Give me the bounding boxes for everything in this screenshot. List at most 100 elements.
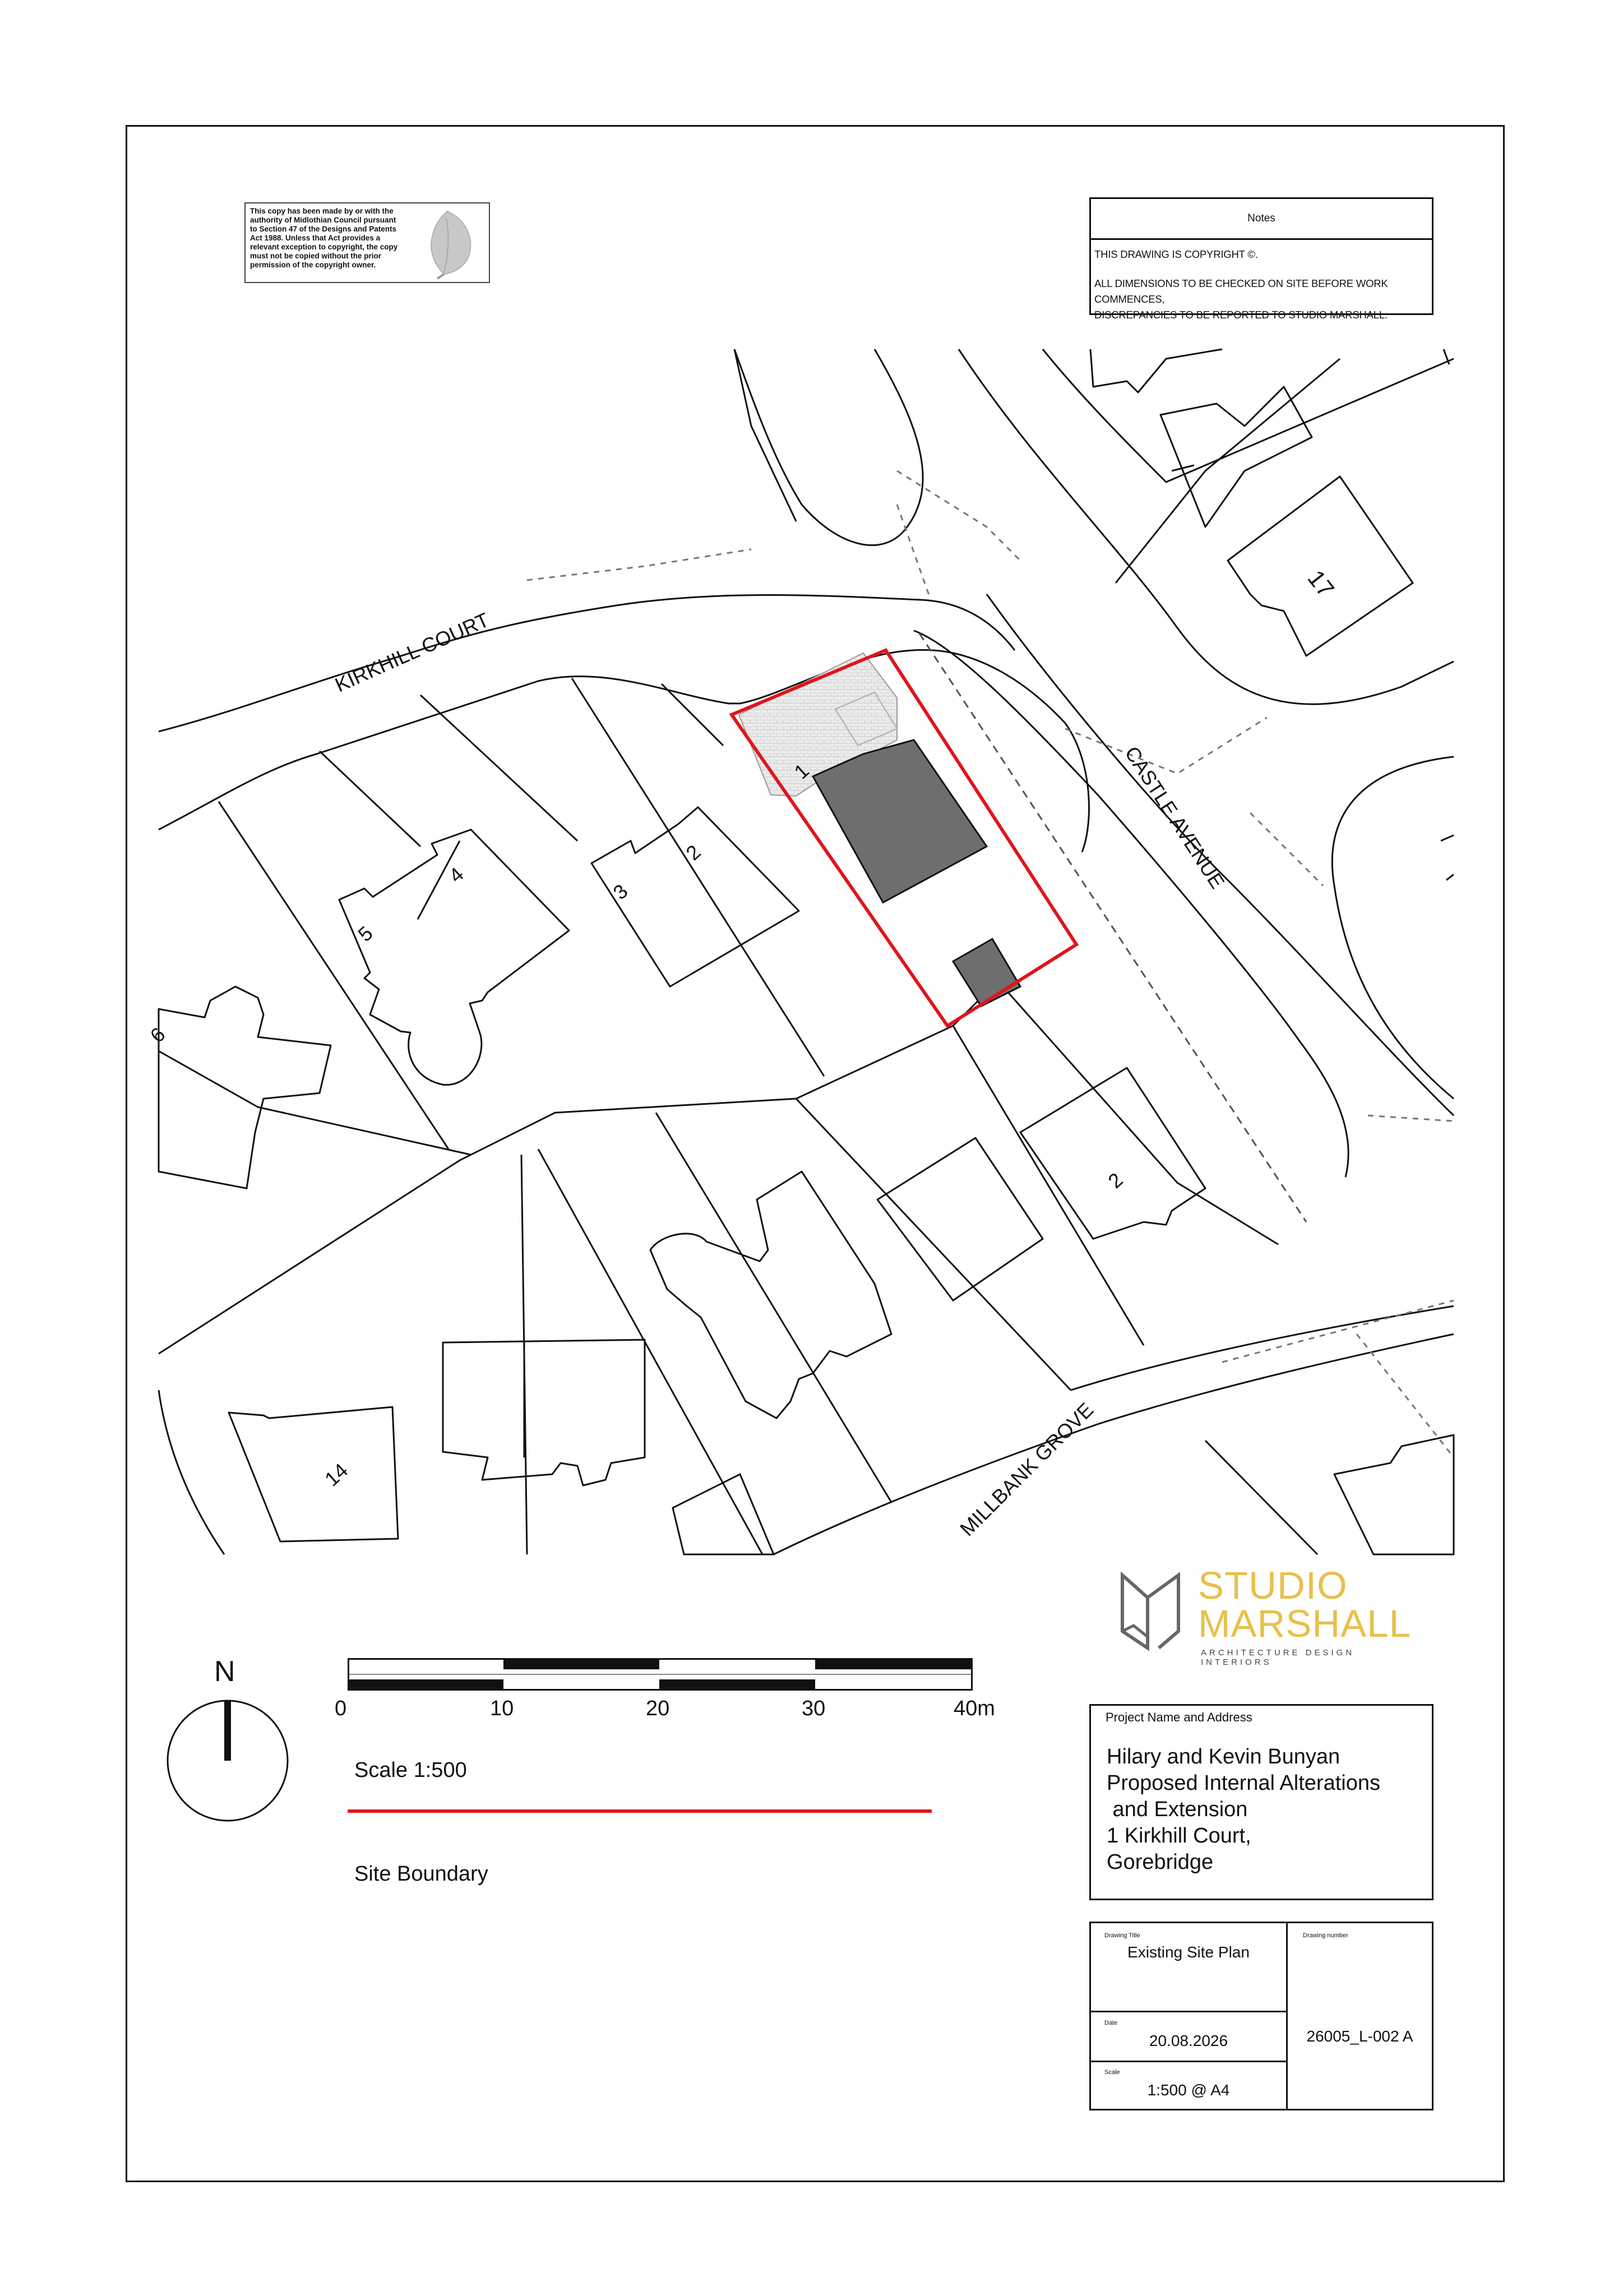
plot-line [419,694,579,842]
copyright-line: must not be copied without the prior [250,252,381,260]
copyright-line: This copy has been made by or with the [250,207,394,215]
project-line: Gorebridge [1107,1850,1214,1874]
castle-avenue-east-edge [986,594,1455,1117]
house-number-label: 14 [320,1459,352,1490]
street-label-castle-avenue: CASTLE AVENUE [1120,742,1229,892]
copyright-line: authority of Midlothian Council pursuant [250,216,396,224]
dashed-line [1367,1114,1454,1122]
north-road-inner [1042,349,1454,483]
drawing-title: Existing Site Plan [1127,1943,1250,1961]
house-footprint [338,828,570,1086]
north-road-edge [958,349,1454,705]
castle-avenue-footpath [918,633,1307,1223]
project-line: 1 Kirkhill Court, [1107,1824,1251,1848]
site-boundary [729,648,1079,1029]
scale-tick-label: 20 [646,1697,670,1720]
house-footprint [876,1137,1044,1302]
house-footprint [1442,349,1450,365]
scale-tick-label: 10 [490,1697,514,1720]
drawing-date: 20.08.2026 [1149,2032,1228,2049]
notes-copyright-line: THIS DRAWING IS COPYRIGHT ©. [1094,248,1258,260]
logo-tagline: ARCHITECTURE DESIGN INTERIORS [1201,1648,1355,1667]
house-number-label: 2 [681,840,705,865]
cul-de-sac-edge [733,349,924,547]
house-number-label: 17 [1303,565,1340,602]
title-block: Drawing Title Existing Site Plan Drawing… [1089,1922,1434,2110]
house-number-label: 2 [1103,1168,1127,1193]
copyright-text: This copy has been made by or with the a… [250,207,413,270]
plot-line [158,1390,225,1555]
drawing-title-label: Drawing Title [1104,1932,1140,1939]
scale-label: Scale [1104,2069,1120,2076]
project-info-box: Project Name and Address Hilary and Kevi… [1089,1704,1434,1900]
kirkhill-court-south-edge [158,649,1090,853]
plot-line [218,801,450,1150]
logo-word-marshall: MARSHALL [1198,1602,1411,1645]
copyright-line: to Section 47 of the Designs and Patents [250,225,397,233]
drawing-number-label: Drawing number [1303,1932,1348,1939]
plot-line [158,1050,471,1156]
site-map: KIRKHILL COURT CASTLE AVENUE MILLBANK GR… [146,348,1455,1556]
plot-line [318,750,422,848]
house-footprint [1089,348,1223,394]
millbank-grove-south-edge [773,1333,1454,1556]
house-number-label: 4 [444,863,468,887]
north-label: N [214,1655,235,1688]
drawing-sheet-border [126,125,1505,2182]
copyright-notice: This copy has been made by or with the a… [244,202,490,283]
house-footprint [1227,475,1414,657]
plot-line [952,1025,1145,1346]
plot-line [1115,358,1340,584]
notes-dimensions-line: ALL DIMENSIONS TO BE CHECKED ON SITE BEF… [1094,277,1388,305]
plot-line [1204,1439,1319,1556]
copyright-line: relevant exception to copyright, the cop… [250,243,398,251]
dashed-line [1356,1334,1455,1458]
leaf-seal-icon [431,210,471,280]
studio-marshall-logo: STUDIO MARSHALL ARCHITECTURE DESIGN INTE… [1117,1558,1414,1667]
project-line: Proposed Internal Alterations [1107,1771,1380,1795]
drawing-scale: 1:500 @ A4 [1147,2081,1230,2099]
cul-de-sac-path [733,349,797,522]
house-footprint [1019,1067,1206,1240]
scale-tick-label: 0 [335,1697,347,1720]
dashed-line [526,548,752,581]
dashed-line [1222,1299,1454,1363]
notes-box: Notes THIS DRAWING IS COPYRIGHT ©. ALL D… [1089,197,1434,321]
title-block-divider [1091,2061,1286,2062]
copyright-line: permission of the copyright owner. [250,261,376,269]
site-boundary-legend-label: Site Boundary [354,1862,488,1886]
castle-avenue-east-bend [1331,756,1454,1100]
house-footprint [649,1170,893,1419]
scale-text: Scale 1:500 [354,1758,467,1782]
map-linework [158,348,1455,1556]
scale-tick-label: 30 [802,1697,826,1720]
plot-line [997,980,1279,1246]
house-footprint [417,840,461,920]
house-number-label: 3 [608,879,632,904]
dashed-line [1065,716,1268,775]
street-label-kirkhill-court: KIRKHILL COURT [331,608,492,697]
dashed-line [1249,812,1324,887]
title-block-divider [1286,1923,1288,2109]
site-boundary-legend-line [348,1809,932,1813]
castle-avenue-west-edge [913,629,1349,1178]
project-line: and Extension [1107,1798,1248,1821]
house-footprint [158,985,332,1189]
house-footprint [672,1473,775,1556]
logo-mark-icon [1121,1571,1180,1651]
north-arrow-icon [167,1700,289,1822]
house-footprint [1171,464,1195,472]
plot-line [795,1098,1072,1391]
dashed-line [896,470,1021,562]
house-1-footprint [811,739,988,904]
plot-line [158,980,999,1355]
title-block-divider [1091,2011,1286,2012]
house-footprint [442,1339,646,1487]
copyright-line: Act 1988. Unless that Act provides a [250,234,381,242]
drawing-number: 26005_L-002 A [1306,2027,1413,2045]
project-line: Hilary and Kevin Bunyan [1107,1745,1340,1769]
notes-discrepancies-line: DISCREPANCIES TO BE REPORTED TO STUDIO M… [1094,309,1388,321]
scale-bar [348,1658,973,1691]
plot-line [655,1112,893,1503]
house-footprint [228,1406,399,1543]
